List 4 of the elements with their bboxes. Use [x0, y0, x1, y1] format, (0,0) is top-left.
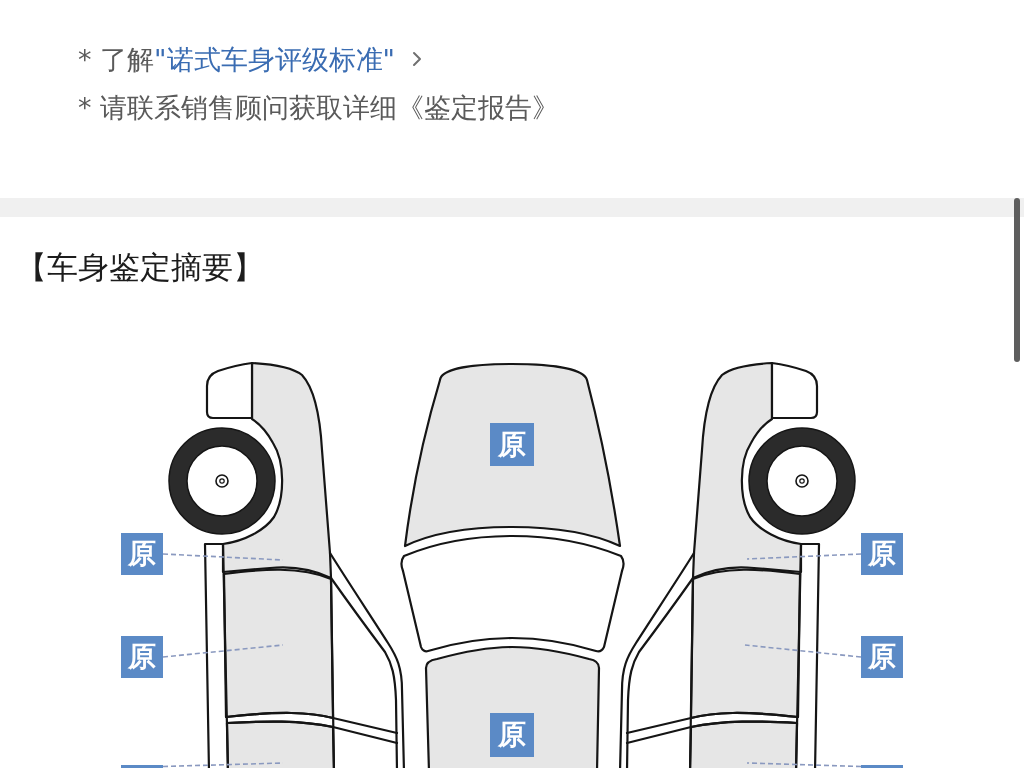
section-heading: 【车身鉴定摘要】: [16, 248, 264, 287]
note-text: * 了解: [78, 44, 155, 75]
note-text: * 请联系销售顾问获取详细《鉴定报告》: [78, 92, 560, 123]
text-link: "诺式车身评级标准": [154, 44, 422, 75]
